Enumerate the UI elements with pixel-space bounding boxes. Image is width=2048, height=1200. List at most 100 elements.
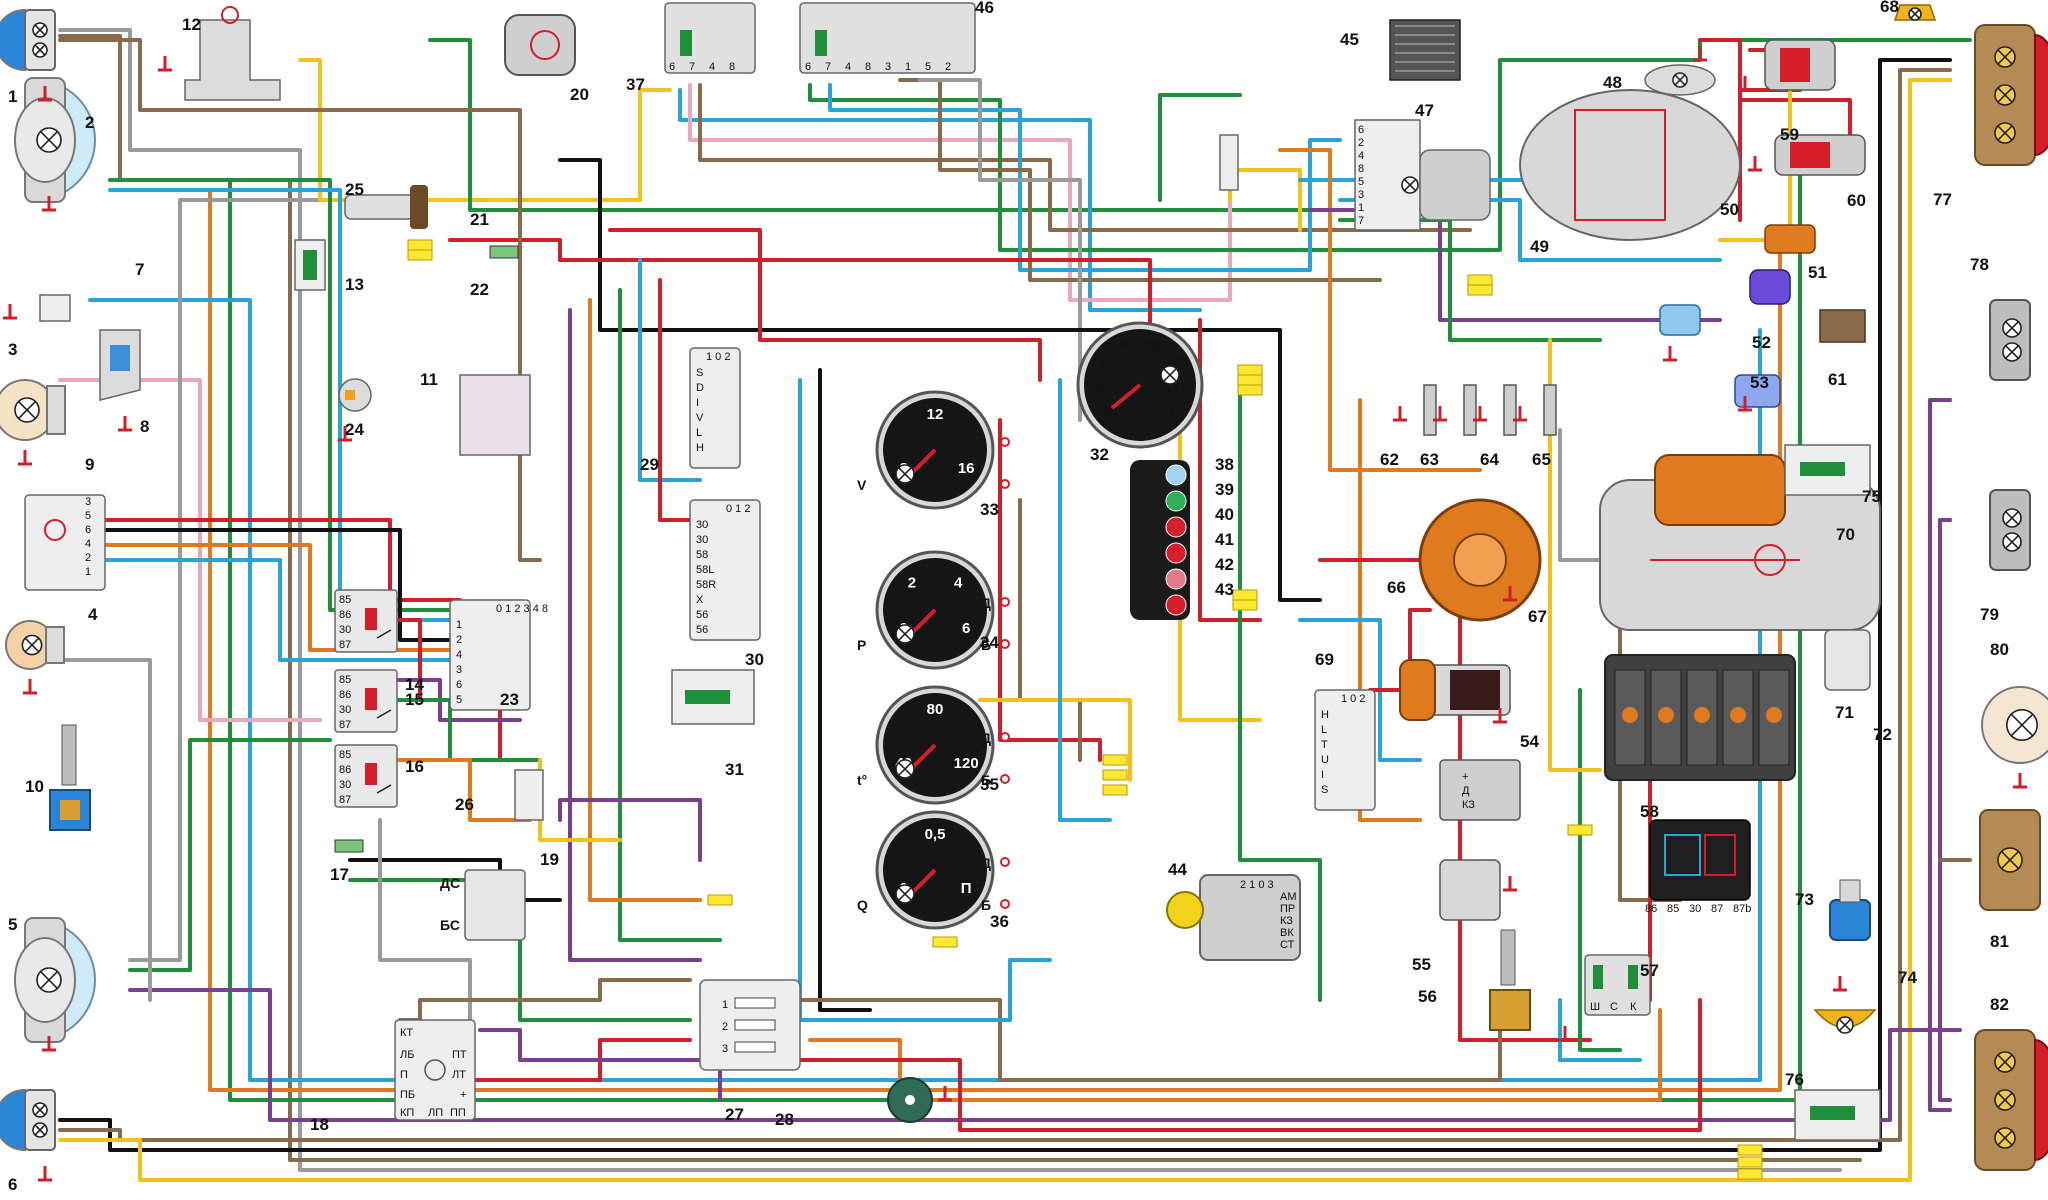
relay-body [799, 2, 976, 74]
switch-body [689, 499, 761, 641]
sensor-52 [1659, 304, 1701, 362]
regulator-pin-label: + [1462, 771, 1468, 783]
wire-connector-block [1102, 784, 1128, 796]
gauge-scale-label: 2 [908, 574, 916, 591]
parking-lamp-4 [5, 620, 65, 695]
component-number-46: 46 [975, 0, 994, 17]
relay-contact-circuit [1704, 834, 1736, 876]
side-lamp-78 [1989, 299, 2031, 381]
component-number-37: 37 [626, 75, 645, 94]
pin-label: 3 [722, 1043, 728, 1055]
lamp-80 [1981, 686, 2048, 789]
fuse-holder-body [514, 769, 544, 821]
component-number-60: 60 [1847, 191, 1866, 210]
component-number-71: 71 [1835, 703, 1854, 722]
switch-contact [44, 519, 66, 541]
component-number-35: 35 [980, 775, 999, 794]
pin-label: ЛБ [400, 1049, 414, 1061]
solenoid-coil [1790, 142, 1830, 168]
switch-pin-label: H [696, 442, 704, 454]
sensor-stem [1500, 929, 1516, 986]
switch-body [24, 494, 106, 591]
wire-orange [1358, 398, 1422, 822]
distributor-rotor [1453, 533, 1507, 587]
switch-pin-label: I [696, 397, 699, 409]
component-number-65: 65 [1532, 450, 1551, 469]
generator-body [1519, 89, 1741, 241]
component-number-8: 8 [140, 417, 149, 436]
gauge-terminal-label: Б [981, 772, 991, 788]
wire-connector-block [1467, 284, 1493, 296]
lamp-48 [1644, 46, 1716, 96]
lamp-cross [898, 762, 912, 776]
wire-red [788, 998, 1702, 1132]
lamp-74 [1813, 976, 1877, 1034]
switch-body [1314, 689, 1376, 811]
wires [58, 28, 1972, 1182]
component-number-14: 14 [405, 675, 424, 694]
relay-pin-label: 8 [729, 61, 735, 73]
switch-body [1354, 119, 1421, 231]
relay-contact [376, 709, 392, 719]
resistor-element [1810, 1106, 1855, 1120]
warning-lamp [1165, 542, 1187, 564]
wire-black [98, 528, 462, 642]
component-number-76: 76 [1785, 1070, 1804, 1089]
wire-connector-block [1237, 384, 1263, 396]
relay-pin-label: 85 [339, 594, 351, 606]
switch-pin-label: 7 [1358, 215, 1364, 227]
gauge-scale-label: 0,5 [925, 826, 946, 843]
gauge-letter: P [857, 637, 866, 653]
component-number-33: 33 [980, 500, 999, 519]
wire-connector-block [1737, 1168, 1763, 1180]
wire-connector-block [1232, 599, 1258, 611]
relay-pin-label: 85 [1667, 903, 1679, 915]
wire-connector-block [1467, 274, 1493, 286]
spark-plugs-62-65 [1393, 384, 1557, 436]
lamp-body [1989, 489, 2031, 571]
relay-coil [1628, 965, 1638, 989]
lamp-cross [1997, 49, 2013, 65]
fuse-holder-26 [514, 769, 544, 821]
component-number-17: 17 [330, 865, 349, 884]
switch-pin-label: H [1321, 709, 1329, 721]
switch-21 [344, 185, 428, 229]
switch-pin-label: АМ [1280, 891, 1297, 903]
component-number-21: 21 [470, 210, 489, 229]
component-number-73: 73 [1795, 890, 1814, 909]
relay-pin-label: 87 [339, 639, 351, 651]
lamp-cross [40, 131, 58, 149]
switch-61 [1819, 309, 1866, 343]
relay-pin-label: 5 [925, 61, 931, 73]
relay-pin-label: 86 [339, 609, 351, 621]
coil-cap [1399, 659, 1436, 721]
lamp-cross [2005, 535, 2019, 549]
component-number-32: 32 [1090, 445, 1109, 464]
tail-lamp-77 [1974, 24, 2048, 166]
lamp-cross [2005, 511, 2019, 525]
speedo-scale-label: 40 [1092, 382, 1104, 394]
component-number-16: 16 [405, 757, 424, 776]
wire-yellow [58, 78, 1952, 1182]
component-number-45: 45 [1340, 30, 1359, 49]
gauge-sender-28 [887, 1077, 952, 1123]
switch-body [464, 869, 526, 941]
switch-pin-label: 3 [85, 496, 91, 508]
wire-red [658, 278, 702, 522]
component-number-10: 10 [25, 777, 44, 796]
wire-violet [128, 988, 1962, 1122]
switch-pin-label: 58R [696, 579, 716, 591]
switch-pin-label: V [696, 412, 704, 424]
wire-green [128, 738, 332, 972]
sensor-stem [1839, 879, 1861, 903]
relay-pin-label: 1 [905, 61, 911, 73]
component-number-22: 22 [470, 280, 489, 299]
battery-terminal [1622, 707, 1638, 723]
resistor-element [685, 690, 730, 704]
